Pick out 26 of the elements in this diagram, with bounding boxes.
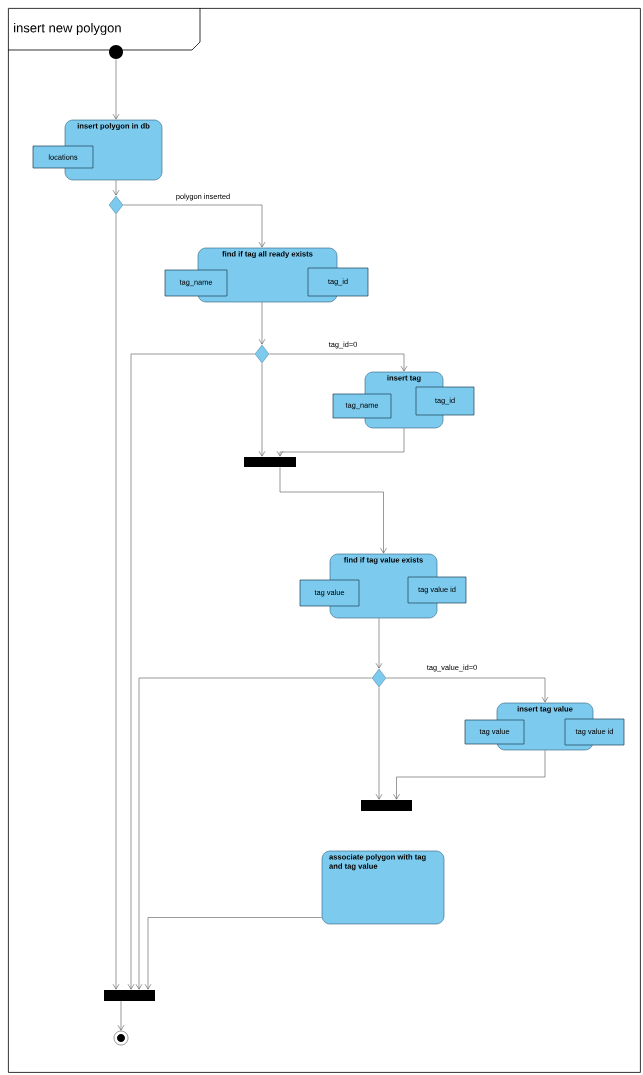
arrow bbox=[122, 204, 266, 248]
arrow bbox=[117, 1000, 125, 1031]
arrow bbox=[135, 677, 373, 990]
arrow bbox=[127, 353, 256, 990]
join-bar bbox=[244, 457, 296, 467]
arrow bbox=[258, 362, 266, 457]
arrow bbox=[112, 180, 120, 196]
decision-diamond bbox=[108, 195, 124, 215]
decision-diamond bbox=[254, 344, 270, 364]
frame-title: insert new polygon bbox=[14, 22, 121, 36]
arrow bbox=[112, 213, 120, 990]
arrow bbox=[144, 917, 322, 990]
arrow bbox=[393, 750, 546, 800]
arrow bbox=[375, 618, 383, 669]
arrow bbox=[268, 353, 408, 372]
arrow bbox=[276, 428, 405, 457]
arrow bbox=[279, 466, 387, 554]
join-bar bbox=[104, 990, 155, 1001]
final-node bbox=[113, 1030, 129, 1046]
join-bar bbox=[361, 800, 412, 811]
decision-diamond bbox=[371, 668, 387, 688]
initial-node bbox=[109, 45, 123, 59]
arrow bbox=[385, 677, 549, 703]
arrow bbox=[112, 58, 120, 120]
arrow bbox=[258, 302, 266, 345]
arrow bbox=[375, 686, 383, 800]
